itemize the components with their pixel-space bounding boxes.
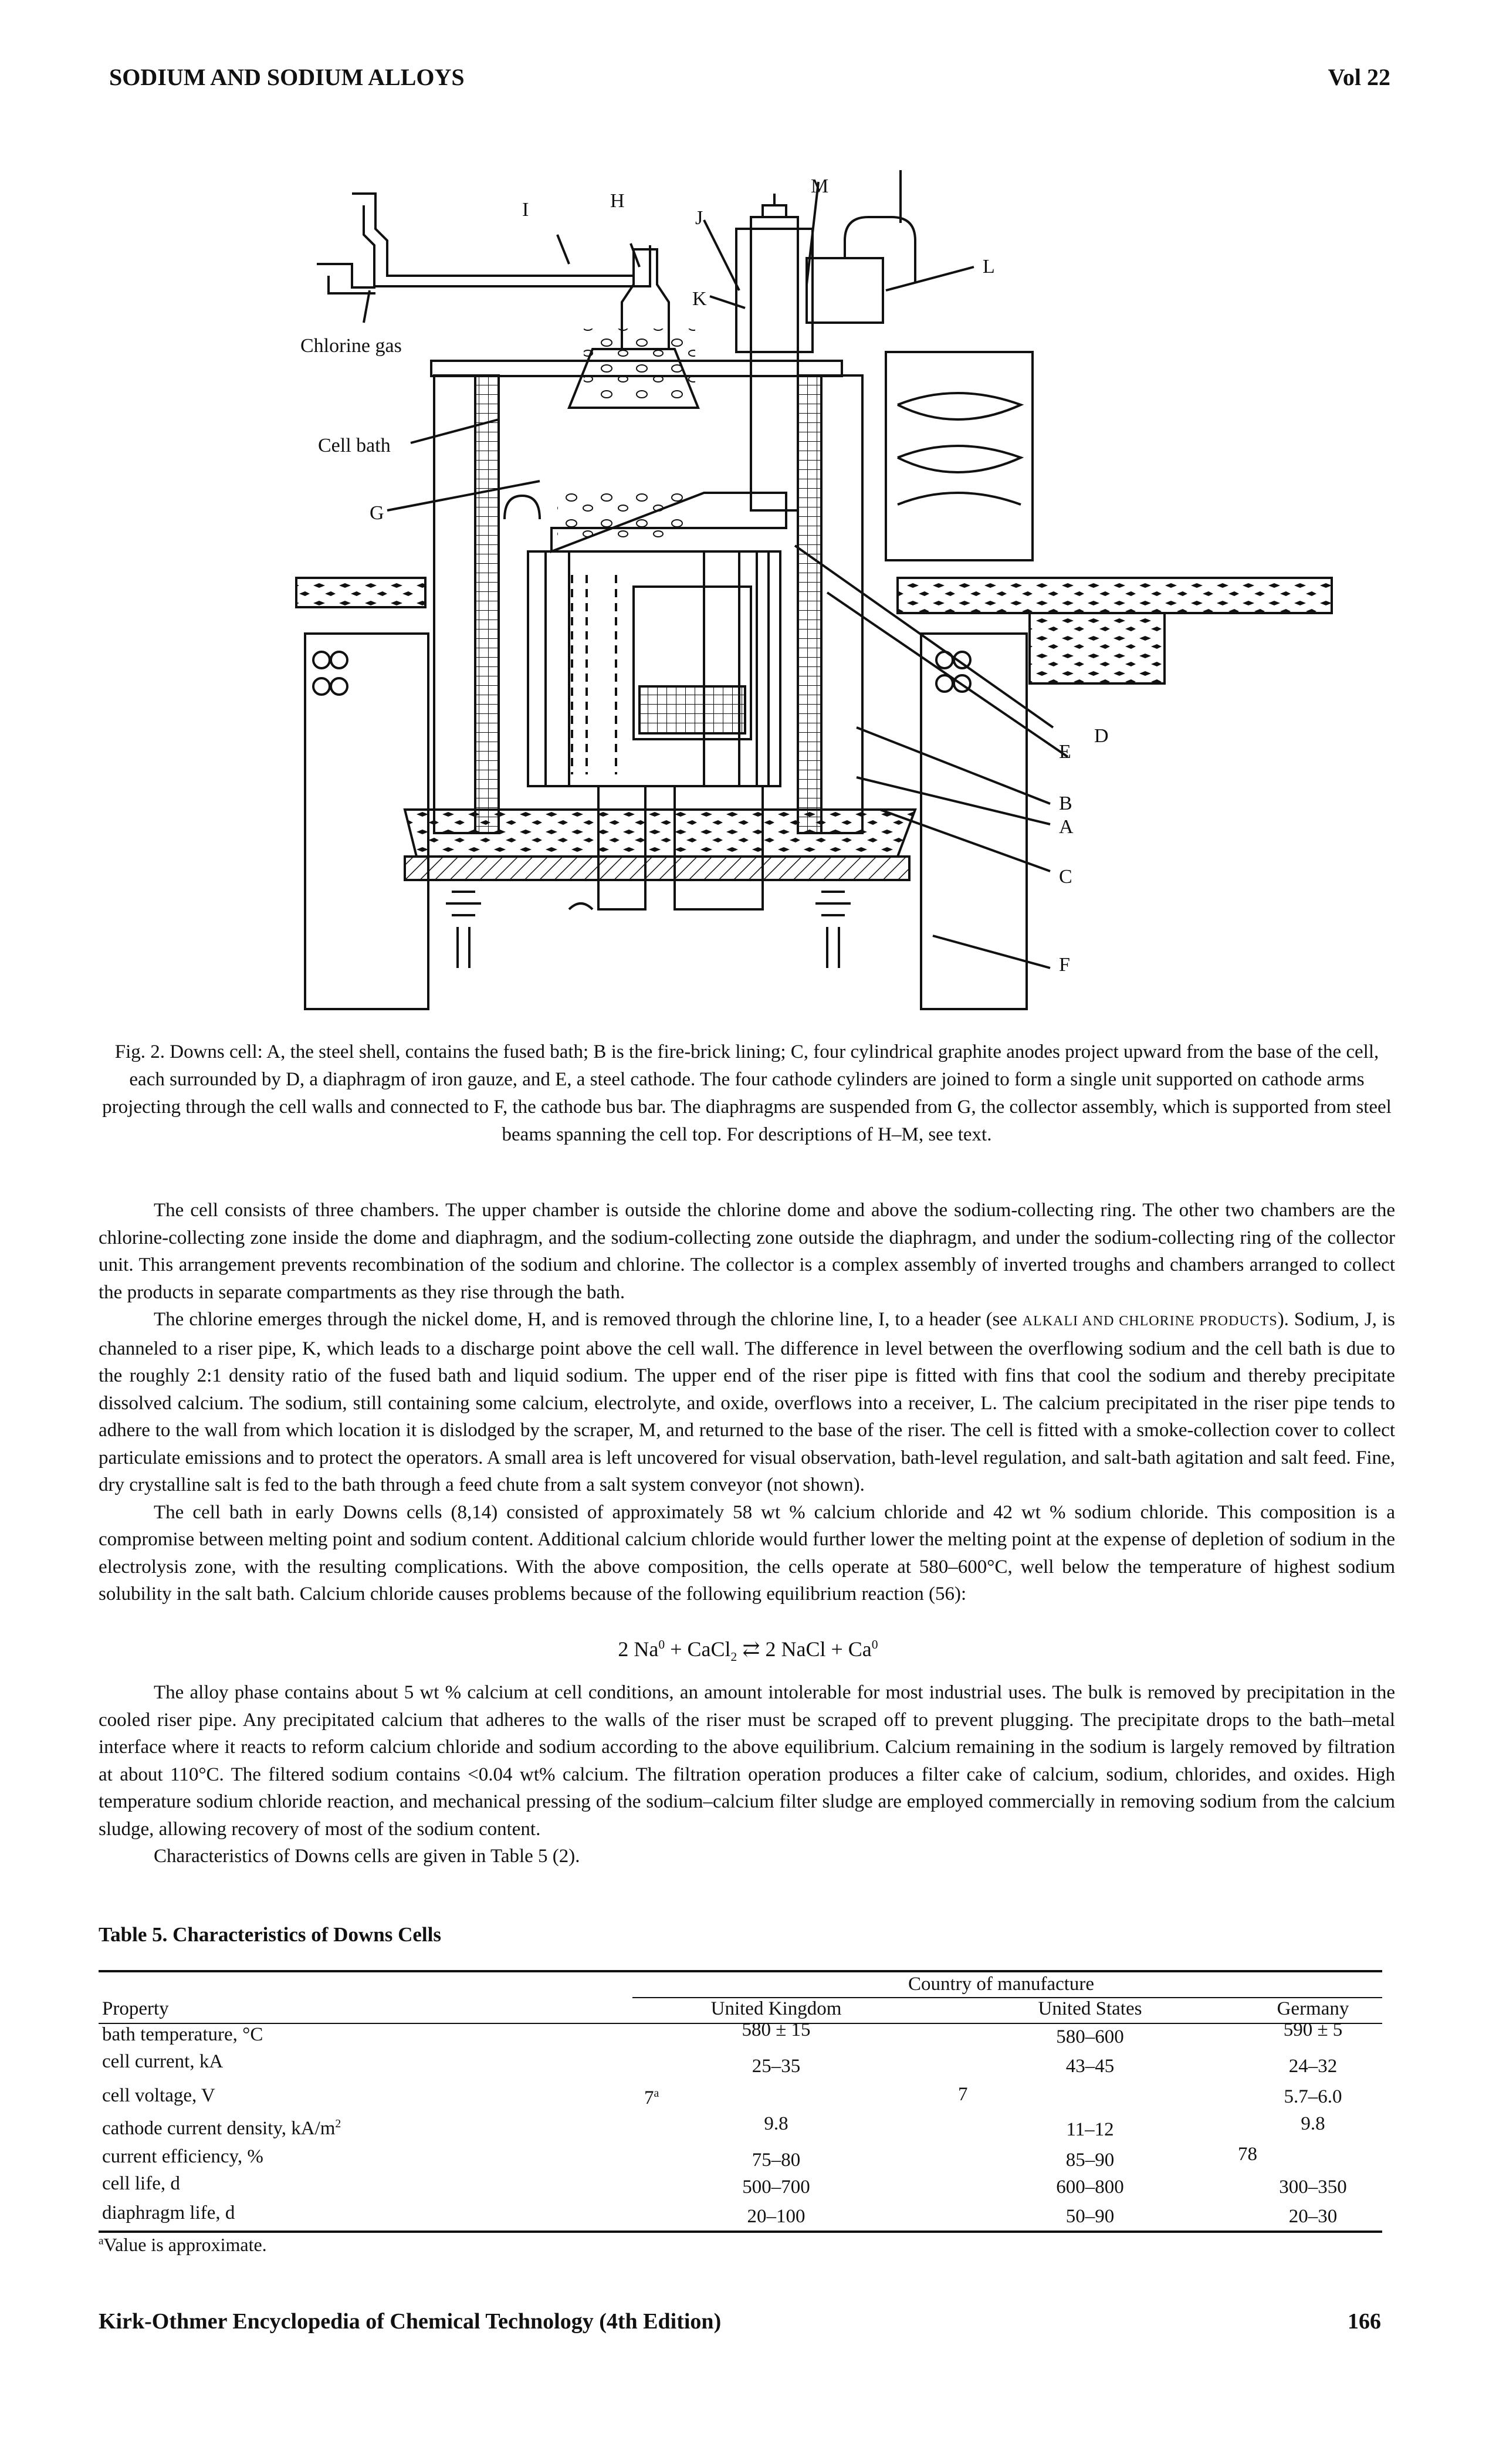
paragraph-chlorine-rest: ). Sodium, J, is channeled to a riser pi… <box>99 1309 1395 1495</box>
table-cell-uk: 9.8 <box>764 2113 788 2134</box>
eq-na: 2 Na <box>618 1637 659 1661</box>
downs-cell-figure: I H J M K L Chlorine gas Cell bath G E D… <box>295 170 1333 1010</box>
eq-cacl: + CaCl <box>665 1637 731 1661</box>
eq-sup2: 0 <box>871 1637 878 1651</box>
figure-label-cell-bath: Cell bath <box>318 435 391 456</box>
table-cell-property: bath temperature, °C <box>102 2024 263 2045</box>
paragraph-cell-bath: The cell bath in early Downs cells (8,14… <box>99 1501 1395 1605</box>
table-footnote-mark: a <box>654 2087 659 2100</box>
body-paragraphs-1: The cell consists of three chambers. The… <box>99 1197 1395 1608</box>
paragraph-chambers: The cell consists of three chambers. The… <box>99 1200 1395 1303</box>
paragraph-chlorine-start: The chlorine emerges through the nickel … <box>154 1309 1023 1330</box>
figure-label-D: D <box>1094 725 1109 747</box>
table-top-rule <box>99 1970 1382 1972</box>
table-cell-germany: 5.7–6.0 <box>1284 2086 1342 2107</box>
table-cell-us: 600–800 <box>1056 2177 1124 2198</box>
table-cell-us: 7 <box>958 2084 968 2105</box>
table-cell-germany: 20–30 <box>1288 2206 1338 2227</box>
table-cell-property: diaphragm life, d <box>102 2202 235 2223</box>
table-cell-uk: 500–700 <box>742 2177 810 2198</box>
table-cell-property: current efficiency, % <box>102 2146 263 2167</box>
table-cell-us: 43–45 <box>1065 2056 1115 2077</box>
table-cell-uk: 75–80 <box>752 2150 801 2171</box>
figure-label-M: M <box>811 175 828 197</box>
table-bottom-rule <box>99 2231 1382 2233</box>
table-cell-property: cathode current density, kA/m2 <box>102 2118 341 2140</box>
table-cell-property-text: cathode current density, kA/m <box>102 2118 336 2139</box>
table-cell-us: 50–90 <box>1065 2206 1115 2227</box>
figure-label-chlorine-gas: Chlorine gas <box>300 335 402 357</box>
footnote-mark: a <box>99 2235 104 2248</box>
table-cell-germany: 24–32 <box>1288 2056 1338 2077</box>
table-cell-us: 11–12 <box>1066 2119 1114 2140</box>
footnote-text: Value is approximate. <box>103 2234 267 2255</box>
table-header-uk: United Kingdom <box>710 1998 842 2019</box>
table-footnote: aValue is approximate. <box>99 2234 267 2256</box>
table-header-us: United States <box>1038 1998 1142 2019</box>
figure-label-A: A <box>1059 816 1074 838</box>
figure-caption: Fig. 2. Downs cell: A, the steel shell, … <box>102 1041 1392 1145</box>
table-cell-property: cell voltage, V <box>102 2085 215 2106</box>
running-header-volume: Vol 22 <box>1328 64 1390 90</box>
eq-sup: 0 <box>658 1637 665 1651</box>
paragraph-table-ref: Characteristics of Downs cells are given… <box>154 1846 580 1867</box>
table-cell-us: 85–90 <box>1065 2150 1115 2171</box>
footer-page-number: 166 <box>1348 2309 1381 2334</box>
paragraph-alloy: The alloy phase contains about 5 wt % ca… <box>99 1682 1395 1840</box>
table-cell-germany: 300–350 <box>1279 2177 1347 2198</box>
figure-label-E: E <box>1059 741 1071 763</box>
figure-label-I: I <box>522 199 529 221</box>
table-cell-us: 580–600 <box>1056 2026 1124 2047</box>
table-cell-uk: 7a <box>644 2087 659 2109</box>
paragraph-chlorine: The chlorine emerges through the nickel … <box>99 1306 1395 1499</box>
table-spanner: Country of manufacture <box>908 1974 1095 1995</box>
cross-reference-link[interactable]: ALKALI AND CHLORINE PRODUCTS <box>1022 1314 1278 1329</box>
eq-sub: 2 <box>730 1650 737 1664</box>
figure-label-H: H <box>610 190 625 212</box>
table-cell-uk-value: 7 <box>644 2087 654 2108</box>
body-paragraphs-2: The alloy phase contains about 5 wt % ca… <box>99 1679 1395 1870</box>
equilibrium-equation: 2 Na0 + CaCl2 ⇄ 2 NaCl + Ca0 <box>0 1637 1496 1664</box>
figure-label-B: B <box>1059 793 1072 814</box>
footer-publication-title: Kirk-Othmer Encyclopedia of Chemical Tec… <box>99 2309 722 2334</box>
table-cell-germany: 590 ± 5 <box>1283 2019 1343 2040</box>
figure-label-K: K <box>692 288 707 310</box>
eq-arrow: ⇄ <box>737 1637 766 1661</box>
table-spanner-rule <box>632 1997 1382 1998</box>
table-header-rule <box>99 2023 1382 2024</box>
table-cell-germany: 9.8 <box>1301 2113 1325 2134</box>
table-cell-uk: 25–35 <box>752 2056 801 2077</box>
figure-label-L: L <box>983 256 995 277</box>
figure-label-G: G <box>370 502 384 524</box>
table-cell-property-sup: 2 <box>335 2117 341 2130</box>
table-header-germany: Germany <box>1277 1998 1349 2019</box>
table-cell-property: cell current, kA <box>102 2051 224 2072</box>
table-cell-uk: 580 ± 15 <box>742 2019 811 2040</box>
figure-label-C: C <box>1059 866 1072 888</box>
eq-rhs: 2 NaCl + Ca <box>765 1637 872 1661</box>
running-header-title: SODIUM AND SODIUM ALLOYS <box>109 64 465 90</box>
table-cell-property: cell life, d <box>102 2173 180 2194</box>
table-cell-uk: 20–100 <box>747 2206 805 2227</box>
table-cell-germany: 78 <box>1238 2144 1257 2165</box>
figure-label-J: J <box>695 207 703 229</box>
table-title: Table 5. Characteristics of Downs Cells <box>99 1923 441 1946</box>
table-header-property: Property <box>102 1998 169 2019</box>
figure-label-F: F <box>1059 954 1070 976</box>
